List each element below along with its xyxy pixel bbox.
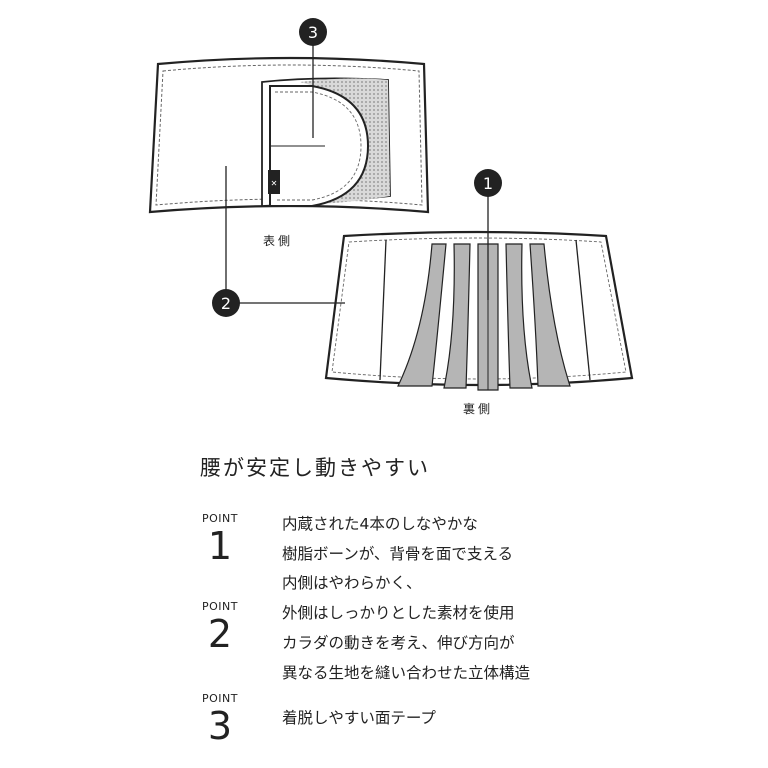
- point-1-marker: POINT 1: [196, 512, 244, 566]
- point-1-label: POINT: [202, 512, 238, 525]
- callout-3-label: 3: [308, 23, 318, 42]
- logo-tag: [268, 170, 280, 194]
- point-2-line-2: 外側はしっかりとした素材を使用: [282, 604, 515, 622]
- back-panel-left: [397, 243, 447, 387]
- point-2-label: POINT: [202, 600, 238, 613]
- point-3-line-1: 着脱しやすい面テープ: [282, 709, 436, 727]
- callout-1: 1: [474, 169, 502, 300]
- front-belt-stitch: [155, 64, 423, 206]
- point-3-text: 着脱しやすい面テープ: [282, 703, 436, 733]
- callout-2-label: 2: [221, 294, 231, 313]
- point-2-number: 2: [207, 612, 233, 656]
- belt-diagram: ✕ 3 1 2 表側 裏側: [148, 18, 634, 416]
- point-1-line-2: 樹脂ボーンが、背骨を面で支える: [282, 545, 513, 563]
- point-2-line-1: 内側はやわらかく、: [282, 574, 422, 592]
- callout-2: 2: [212, 166, 345, 317]
- front-view: ✕: [148, 56, 430, 214]
- headline: 腰が安定し動きやすい: [200, 456, 430, 480]
- point-2-marker: POINT 2: [196, 600, 244, 654]
- point-1-line-1: 内蔵された4本のしなやかな: [282, 515, 478, 533]
- front-mesh-area: [300, 78, 390, 205]
- point-1-text: 内蔵された4本のしなやかな 樹脂ボーンが、背骨を面で支える: [282, 509, 513, 569]
- point-2-line-4: 異なる生地を縫い合わせた立体構造: [282, 664, 531, 682]
- point-2-line-3: カラダの動きを考え、伸び方向が: [282, 634, 515, 652]
- back-panel-right: [529, 243, 571, 387]
- svg-text:✕: ✕: [271, 179, 278, 188]
- back-panel-mid-right: [505, 243, 533, 389]
- back-label: 裏側: [463, 401, 493, 416]
- back-view: [324, 230, 634, 391]
- point-2-text: 内側はやわらかく、 外側はしっかりとした素材を使用 カラダの動きを考え、伸び方向…: [282, 568, 530, 688]
- point-1-number: 1: [207, 524, 233, 568]
- point-3-label: POINT: [202, 692, 238, 705]
- point-3-marker: POINT 3: [196, 692, 244, 746]
- point-3-number: 3: [207, 704, 233, 748]
- front-label: 表側: [263, 234, 293, 248]
- back-panel-mid-left: [443, 243, 471, 389]
- callout-1-label: 1: [483, 174, 493, 193]
- callout-3: 3: [299, 18, 327, 138]
